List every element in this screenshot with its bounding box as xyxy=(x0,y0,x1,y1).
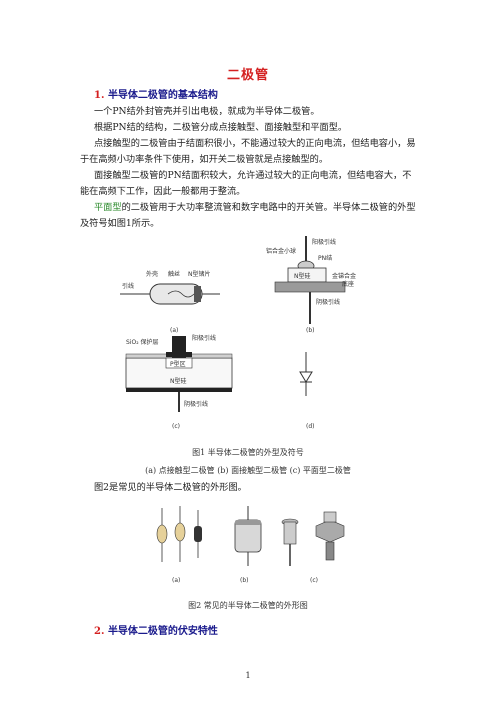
label-d-id: (d) xyxy=(306,423,315,430)
section-number: 2. xyxy=(94,626,105,637)
paragraph-3: 点接触型的二极管由于结面积很小，不能通过较大的正向电流，但结电容小，易于在高频小… xyxy=(80,138,416,165)
label-c-cathode: 阴极引线 xyxy=(184,400,208,408)
label-a-id: (a) xyxy=(170,327,178,334)
paragraph-5-text: 的二极管用于大功率整流管和数字电路中的开关管。半导体二极管的外型及符号如图1所示… xyxy=(80,202,416,229)
fig2-b-cylinder-diode: (b) xyxy=(234,506,262,584)
paragraph-1: 一个PN结外封管壳并引出电极，就成为半导体二极管。 xyxy=(94,106,320,117)
fig2-label-c: (c) xyxy=(310,577,318,584)
figure-1-caption: 图1 半导体二极管的外型及符号 xyxy=(192,448,304,457)
page-title: 二极管 xyxy=(226,68,269,83)
label-c-anode: 阳极引线 xyxy=(192,334,216,342)
label-a-wire: 触丝 xyxy=(168,270,180,278)
label-c-id: (c) xyxy=(172,423,180,430)
label-b-ball: 铝合金小球 xyxy=(266,247,296,255)
diagram-a-point-contact: 引线 外壳 触丝 N型锗片 (a) xyxy=(120,270,220,334)
diagram-c-planar: SiO₂ 保护层 阳极引线 P型区 N型硅 阴极引线 (c) xyxy=(125,334,233,430)
section-heading-2: 2. 半导体二极管的伏安特性 xyxy=(94,622,218,637)
fig2-label-b: (b) xyxy=(240,577,249,584)
label-c-sio2: SiO₂ 保护层 xyxy=(126,338,159,346)
figure-1-diagram: 引线 外壳 触丝 N型锗片 (a) 阳极引线 铝合金小球 PN结 N型硅 金锑合… xyxy=(120,236,356,430)
page-number: 1 xyxy=(245,671,251,680)
figure-2-diagram: (a) (b) (c) xyxy=(156,506,345,584)
paragraph-4: 面接触型二极管的PN结面积较大，允许通过较大的正向电流，但结电容大，不能在高频下… xyxy=(80,170,412,197)
paragraph-2: 根据PN结的结构，二极管分成点接触型、面接触型和平面型。 xyxy=(94,122,348,133)
label-b-anode: 阳极引线 xyxy=(312,238,336,246)
label-b-cathode: 阴极引线 xyxy=(316,298,340,306)
figure-1-subcaption: (a) 点接触型二极管 (b) 面接触型二极管 (c) 平面型二极管 xyxy=(145,466,351,475)
label-b-base1: 金锑合金 xyxy=(332,272,356,280)
figure-2-caption: 图2 常见的半导体二极管的外形图 xyxy=(188,601,308,610)
label-c-n: N型硅 xyxy=(170,377,187,385)
section-heading-1: 1. 半导体二极管的基本结构 xyxy=(94,86,218,101)
label-c-p: P型区 xyxy=(170,360,186,368)
fig2-c-power-diodes: (c) xyxy=(281,511,345,584)
fig2-a-small-diodes: (a) xyxy=(156,506,202,584)
diagram-b-junction: 阳极引线 铝合金小球 PN结 N型硅 金锑合金 底座 阴极引线 (b) xyxy=(266,236,356,334)
section-title: 半导体二极管的基本结构 xyxy=(107,90,218,101)
label-a-lead: 引线 xyxy=(122,282,134,290)
paragraph-5: 平面型的二极管用于大功率整流管和数字电路中的开关管。半导体二极管的外型及符号如图… xyxy=(80,200,416,232)
section-number: 1. xyxy=(94,90,105,101)
diagram-d-symbol: (d) xyxy=(299,352,315,430)
section-title: 半导体二极管的伏安特性 xyxy=(107,626,218,637)
paragraph-6: 图2是常见的半导体二极管的外形图。 xyxy=(94,482,247,493)
label-b-id: (b) xyxy=(306,327,315,334)
label-b-pn: PN结 xyxy=(318,254,332,262)
label-a-shell: 外壳 xyxy=(146,270,158,278)
label-a-chip: N型锗片 xyxy=(188,270,211,278)
label-b-n: N型硅 xyxy=(294,272,311,280)
fig2-label-a: (a) xyxy=(172,577,180,584)
label-b-base2: 底座 xyxy=(342,280,354,288)
highlight-planar: 平面型 xyxy=(94,202,122,213)
